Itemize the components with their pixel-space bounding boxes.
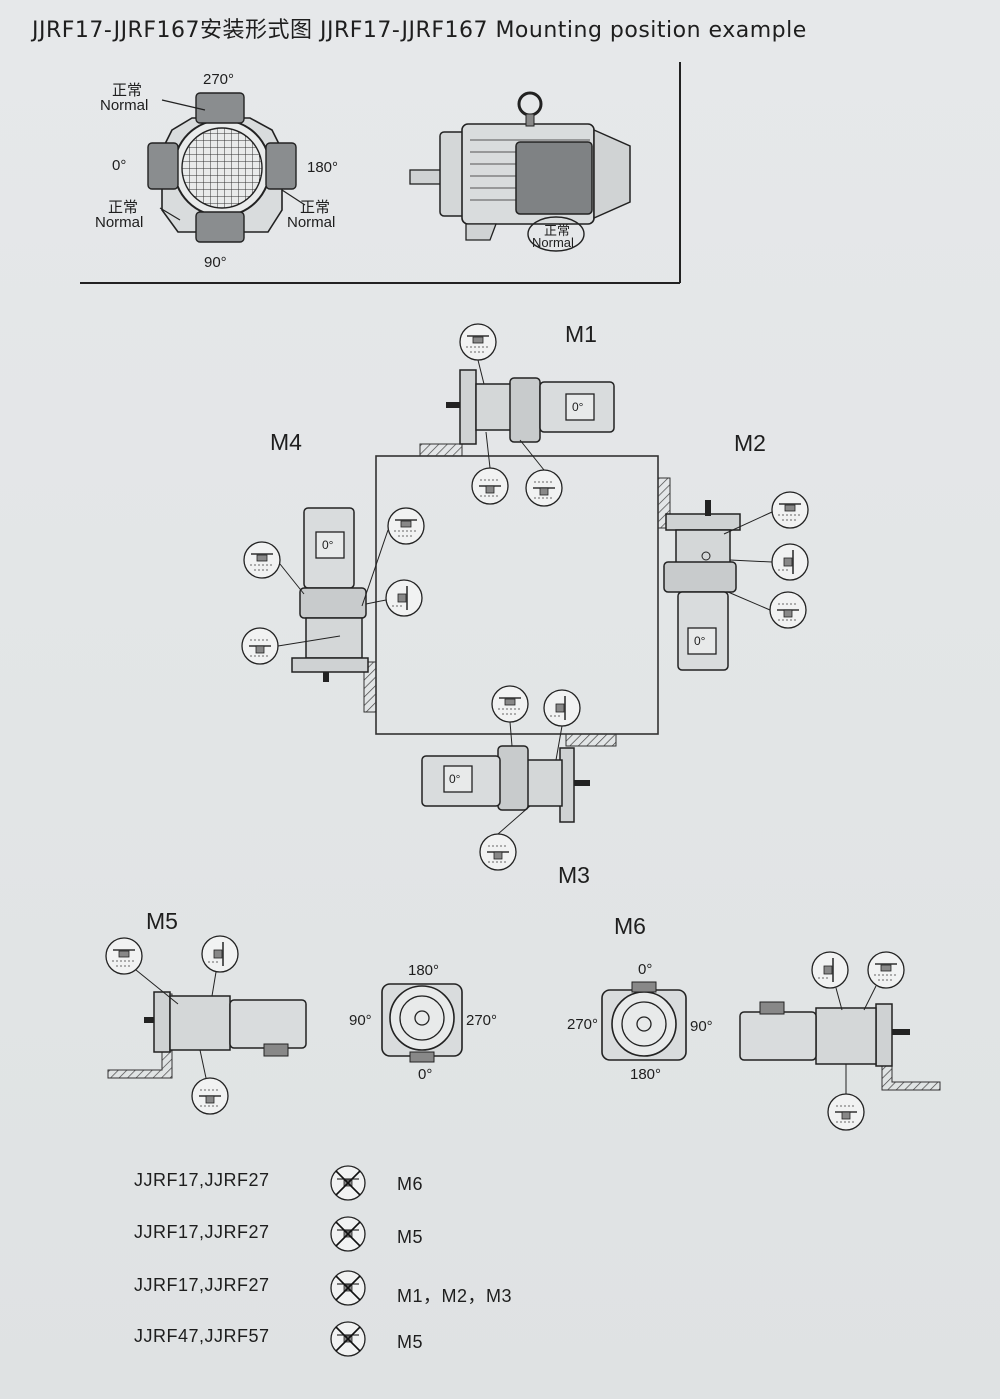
m6-angle-top: 0°: [638, 961, 653, 978]
m5-angle-top: 180°: [408, 962, 440, 979]
legend-model-1: JJRF17,JJRF27: [134, 1170, 270, 1190]
legend-positions-4: M5: [397, 1332, 424, 1352]
m3-terminal-label: 0°: [449, 772, 461, 786]
m6-angle-bottom: 180°: [630, 1066, 662, 1083]
m6-angle-right: 90°: [690, 1018, 713, 1035]
m2-gear-motor: [663, 500, 741, 671]
oil-plug-m3-side: [543, 689, 581, 727]
motor-normal-cn: 正常: [544, 223, 571, 238]
position-label-m5: M5: [146, 908, 178, 934]
normal-label-cn: 正常: [108, 199, 139, 216]
m5-gear-motor: [105, 935, 307, 1115]
m1-gear-motor: [446, 369, 615, 445]
terminal-box-orientation-diagram: [147, 92, 306, 243]
legend-positions-1: M6: [397, 1174, 424, 1194]
position-label-m3: M3: [558, 862, 590, 888]
motor-normal-en: Normal: [532, 235, 574, 250]
oil-plug-m4-upper: [387, 507, 425, 545]
m6-end-view: [601, 981, 687, 1061]
legend-symbol-3: [330, 1270, 366, 1306]
normal-label-en: Normal: [95, 214, 144, 231]
m1-terminal-label: 0°: [572, 400, 584, 414]
legend-model-4: JJRF47,JJRF57: [134, 1326, 270, 1346]
page-title: JJRF17-JJRF167安装形式图 JJRF17-JJRF167 Mount…: [32, 18, 807, 43]
m2-terminal-label: 0°: [694, 634, 706, 648]
motor-terminal-box: [515, 141, 593, 215]
terminal-box-180: [265, 142, 297, 190]
m6-gear-motor: [739, 951, 941, 1131]
mounting-wall: [363, 443, 671, 747]
terminal-box-0: [147, 142, 179, 190]
m5-angle-right: 270°: [466, 1012, 498, 1029]
oil-plug-m1-bottom: [471, 467, 509, 505]
normal-label-en: Normal: [287, 214, 336, 231]
legend-model-3: JJRF17,JJRF27: [134, 1275, 270, 1295]
oil-plug-m2-top: [771, 491, 809, 529]
oil-plug-m3-bottom: [479, 833, 517, 871]
oil-plug-m2-bottom: [769, 591, 807, 629]
angle-90: 90°: [204, 254, 227, 271]
m4-terminal-label: 0°: [322, 538, 334, 552]
angle-270: 270°: [203, 71, 235, 88]
terminal-box-90: [195, 211, 245, 243]
oil-plug-m4-bottom: [241, 627, 279, 665]
terminal-box-270: [195, 92, 245, 124]
position-label-m4: M4: [270, 429, 302, 455]
legend-symbol-1: [330, 1165, 366, 1201]
normal-label-cn: 正常: [112, 82, 143, 99]
m6-angle-left: 270°: [567, 1016, 599, 1033]
oil-plug-m1-drain: [525, 469, 563, 507]
angle-180: 180°: [307, 159, 339, 176]
position-label-m1: M1: [565, 321, 597, 347]
legend-symbol-4: [330, 1321, 366, 1357]
position-label-m2: M2: [734, 430, 766, 456]
angle-0: 0°: [112, 157, 127, 174]
legend-positions-2: M5: [397, 1227, 424, 1247]
oil-plug-m4-top: [243, 541, 281, 579]
position-label-m6: M6: [614, 913, 646, 939]
m3-gear-motor: [421, 745, 590, 823]
m5-angle-bottom: 0°: [418, 1066, 433, 1083]
m5-angle-left: 90°: [349, 1012, 372, 1029]
oil-plug-m4-side: [385, 579, 423, 617]
normal-label-cn: 正常: [300, 199, 331, 216]
legend-model-2: JJRF17,JJRF27: [134, 1222, 270, 1242]
lifting-eye: [517, 91, 543, 117]
oil-plug-m1-top: [459, 323, 497, 361]
legend-positions-3: M1，M2，M3: [397, 1286, 513, 1306]
oil-plug-m2-side: [771, 543, 809, 581]
oil-plug-m3-top: [491, 685, 529, 723]
m5-end-view: [381, 983, 463, 1063]
m4-gear-motor: [291, 507, 369, 682]
normal-label-en: Normal: [100, 97, 149, 114]
legend-symbol-2: [330, 1216, 366, 1252]
motor-side-view: [409, 91, 631, 252]
